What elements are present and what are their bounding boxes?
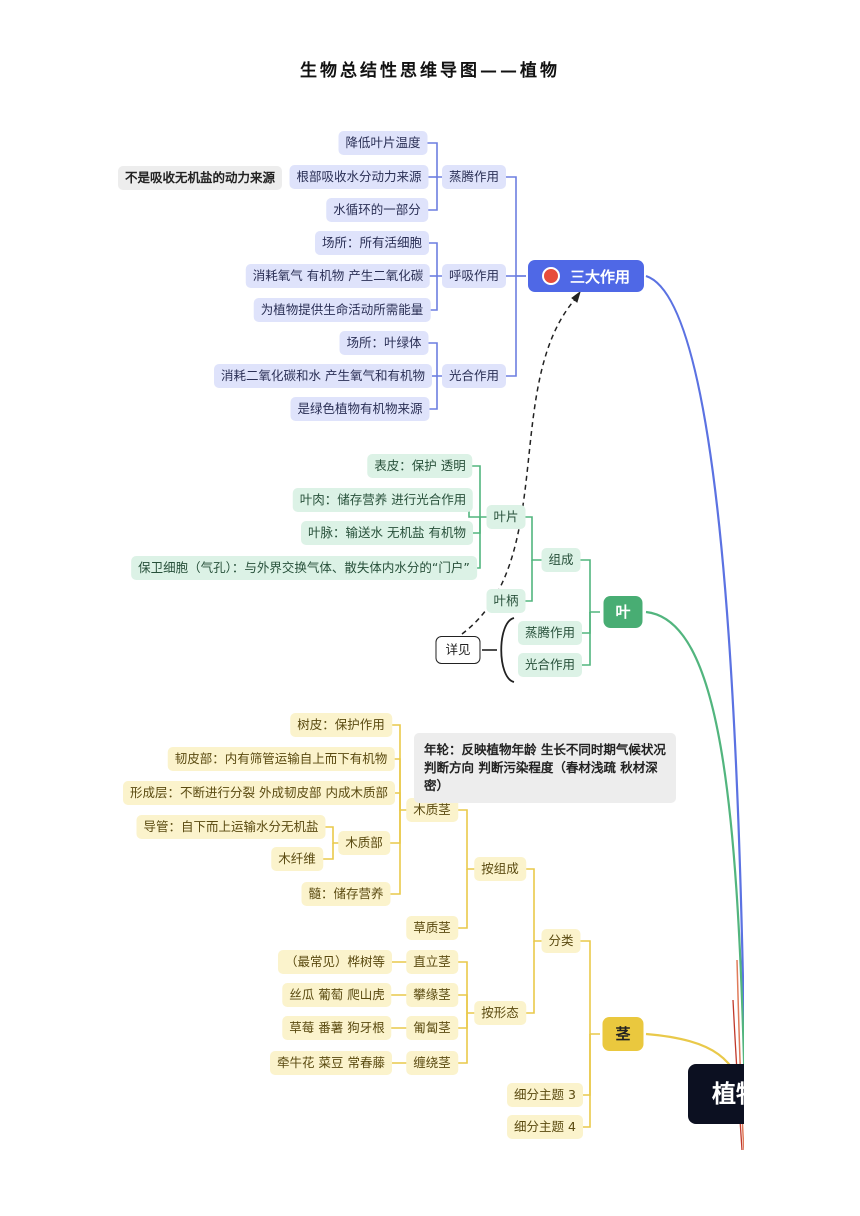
an-xing-tai-node[interactable]: 按形态 [474, 1001, 526, 1025]
sub-topic-3[interactable]: 细分主题 3 [507, 1083, 583, 1107]
guang-he-item[interactable]: 场所：叶绿体 [339, 331, 429, 355]
page-title: 生物总结性思维导图——植物 [300, 61, 560, 81]
zheng-teng-item[interactable]: 水循环的一部分 [326, 198, 428, 222]
ye-node[interactable]: 叶 [603, 596, 643, 628]
xing-tai-example[interactable]: 草莓 番薯 狗牙根 [282, 1016, 392, 1040]
xing-tai-example[interactable]: 丝瓜 葡萄 爬山虎 [282, 983, 392, 1007]
zheng-teng-item[interactable]: 根部吸收水分动力来源 [289, 165, 429, 189]
guang-he-item[interactable]: 消耗二氧化碳和水 产生氧气和有机物 [214, 364, 432, 388]
guang-he-item[interactable]: 是绿色植物有机物来源 [290, 397, 430, 421]
nian-lun-note[interactable]: 年轮：反映植物年龄 生长不同时期气候状况 判断方向 判断污染程度（春材浅疏 秋材… [414, 733, 676, 803]
hu-xi-item[interactable]: 场所：所有活细胞 [314, 231, 430, 255]
sui-node[interactable]: 髓：储存营养 [301, 882, 391, 906]
ye-pian-item[interactable]: 表皮：保护 透明 [367, 454, 473, 478]
cao-zhi-jing-node[interactable]: 草质茎 [406, 916, 458, 940]
ye-pian-node[interactable]: 叶片 [486, 505, 526, 529]
guang-he-node[interactable]: 光合作用 [441, 364, 507, 388]
hu-xi-item[interactable]: 消耗氧气 有机物 产生二氧化碳 [245, 264, 431, 288]
hu-xi-item[interactable]: 为植物提供生命活动所需能量 [253, 298, 431, 322]
xiang-jian-node[interactable]: 详见 [435, 636, 481, 664]
xing-tai-node[interactable]: 匍匐茎 [406, 1016, 458, 1040]
jing-node[interactable]: 茎 [602, 1017, 644, 1051]
ye-pian-item[interactable]: 叶脉：输送水 无机盐 有机物 [301, 521, 473, 545]
zheng-teng-item[interactable]: 降低叶片温度 [338, 131, 428, 155]
fen-lei-node[interactable]: 分类 [541, 929, 581, 953]
ye-pian-item[interactable]: 保卫细胞（气孔）：与外界交换气体、散失体内水分的“门户” [131, 556, 477, 580]
ye-guang-he-node[interactable]: 光合作用 [517, 653, 583, 677]
mu-zhi-jing-item[interactable]: 形成层：不断进行分裂 外成韧皮部 内成木质部 [123, 781, 395, 805]
an-zu-cheng-node[interactable]: 按组成 [474, 857, 526, 881]
zheng-teng-node[interactable]: 蒸腾作用 [441, 165, 507, 189]
page-margin [744, 0, 860, 1216]
san-da-zuo-yong-node[interactable]: 三大作用 [527, 260, 645, 292]
red-circle-icon [541, 267, 560, 285]
xing-tai-node[interactable]: 缠绕茎 [406, 1051, 458, 1075]
hu-xi-node[interactable]: 呼吸作用 [441, 264, 507, 288]
mu-zhi-bu-item[interactable]: 木纤维 [271, 847, 323, 871]
mu-zhi-bu-node[interactable]: 木质部 [338, 831, 390, 855]
ye-zheng-teng-node[interactable]: 蒸腾作用 [517, 621, 583, 645]
zheng-teng-note[interactable]: 不是吸收无机盐的动力来源 [117, 166, 283, 190]
ye-pian-item[interactable]: 叶肉：储存营养 进行光合作用 [292, 488, 474, 512]
mu-zhi-bu-item[interactable]: 导管：自下而上运输水分无机盐 [136, 815, 326, 839]
ye-bing-node[interactable]: 叶柄 [486, 589, 526, 613]
zu-cheng-node[interactable]: 组成 [541, 548, 581, 572]
mu-zhi-jing-item[interactable]: 韧皮部：内有筛管运输自上而下有机物 [167, 747, 395, 771]
sub-topic-4[interactable]: 细分主题 4 [507, 1115, 583, 1139]
xing-tai-node[interactable]: 攀缘茎 [406, 983, 458, 1007]
xing-tai-node[interactable]: 直立茎 [406, 950, 458, 974]
xing-tai-example[interactable]: 牵牛花 菜豆 常春藤 [270, 1051, 392, 1075]
mu-zhi-jing-item[interactable]: 树皮：保护作用 [290, 713, 392, 737]
xing-tai-example[interactable]: （最常见）桦树等 [277, 950, 393, 974]
